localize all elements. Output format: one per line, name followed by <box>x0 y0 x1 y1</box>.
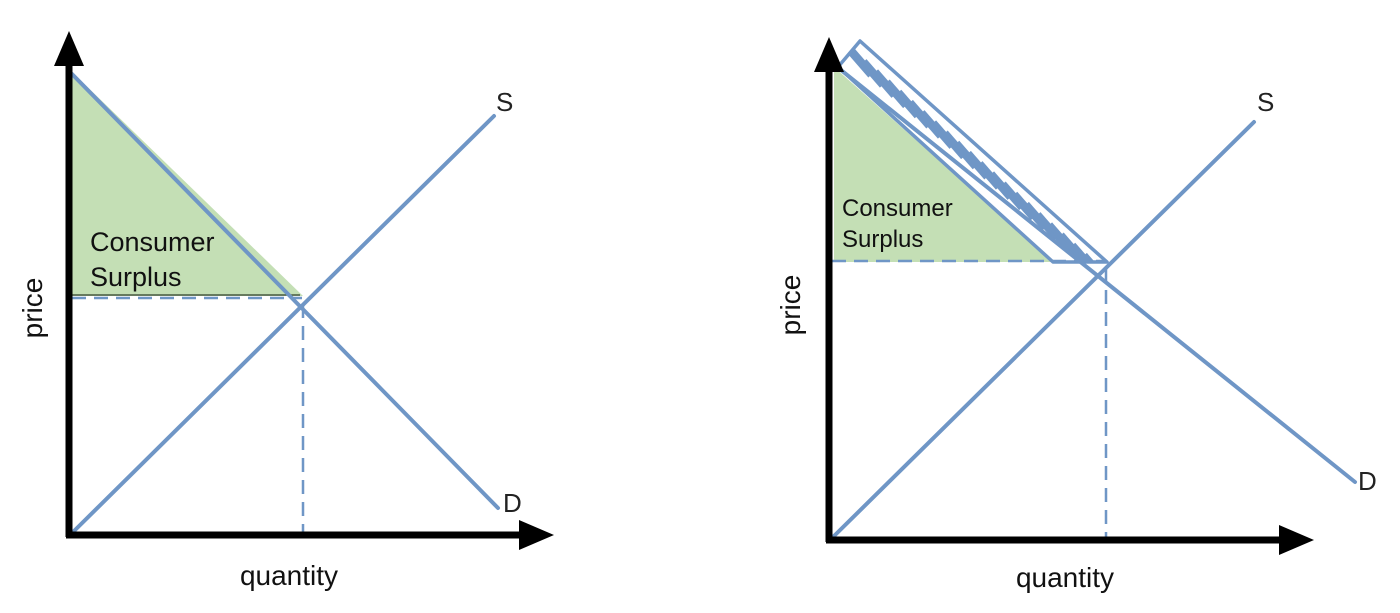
panel-left: Consumer Surplus S D quantity price <box>17 31 554 591</box>
y-axis-label: price <box>775 275 806 336</box>
y-axis-arrow <box>54 31 84 66</box>
panel-right: Consumer Surplus S D quantity price <box>775 37 1377 593</box>
x-axis-label: quantity <box>1016 562 1114 593</box>
supply-curve <box>68 114 496 537</box>
x-axis-label: quantity <box>240 560 338 591</box>
demand-curve <box>834 64 1357 484</box>
supply-curve <box>829 120 1256 541</box>
surplus-label-line2: Surplus <box>90 262 182 292</box>
demand-label: D <box>1358 466 1377 496</box>
supply-label: S <box>1257 87 1274 117</box>
y-axis-label: price <box>17 278 48 339</box>
hatched-area <box>836 39 1109 264</box>
demand-curve <box>70 72 500 510</box>
x-axis-arrow <box>519 520 554 550</box>
hatch-stripe <box>1071 242 1107 262</box>
surplus-label-line1: Consumer <box>90 227 215 257</box>
x-axis-arrow <box>1279 525 1314 555</box>
surplus-label-line1: Consumer <box>842 195 953 222</box>
y-axis-arrow <box>814 37 844 72</box>
supply-label: S <box>496 87 513 117</box>
demand-label: D <box>503 488 522 518</box>
surplus-label-line2: Surplus <box>842 226 923 253</box>
consumer-surplus-area <box>72 72 303 296</box>
